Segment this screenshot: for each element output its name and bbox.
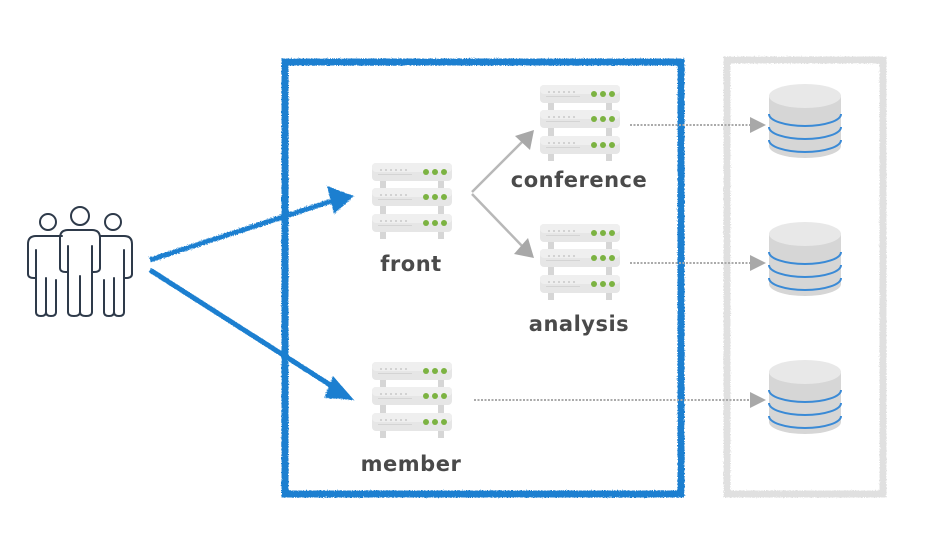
service-label-analysis: analysis [528,312,630,336]
edge-member-db [474,392,766,408]
services-group-box [281,58,685,498]
service-label-member: member [360,452,462,476]
database-group-box [723,56,887,498]
service-label-conference: conference [510,168,648,192]
edge-users-front [149,186,354,263]
edge-conference-db [630,117,766,133]
edge-front-conference [471,130,534,193]
service-label-front: front [380,252,442,276]
database-icon-analysis [768,221,842,297]
users-group-icon [27,206,133,317]
database-icon-member [768,359,842,435]
edge-front-analysis [471,193,534,258]
edge-analysis-db [630,255,766,271]
database-icon-conference [768,83,842,159]
server-rack-icon-analysis [540,224,620,300]
server-rack-icon-front [372,163,452,239]
server-rack-icon-member [372,362,452,438]
edge-users-member [148,267,354,400]
server-rack-icon-conference [540,85,620,161]
